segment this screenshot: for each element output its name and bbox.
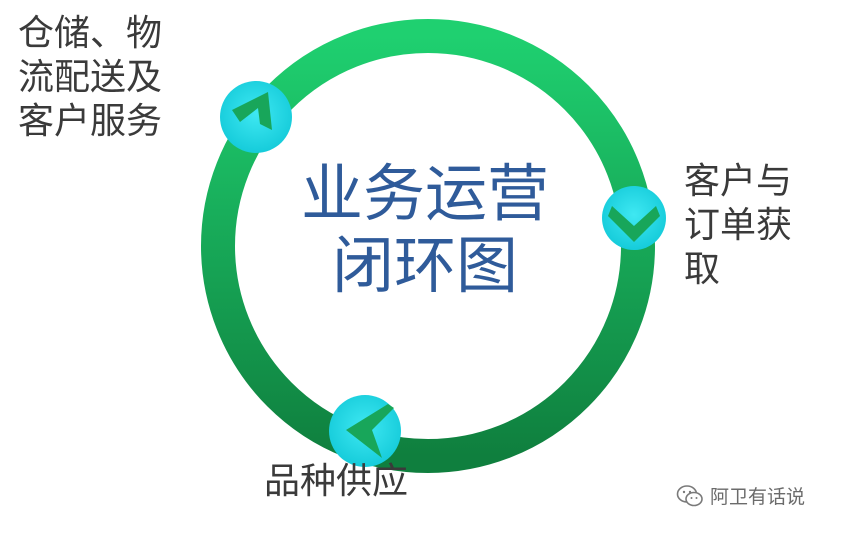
stage-label-line: 取 (684, 249, 721, 290)
chevron-down-icon (608, 206, 660, 242)
stage-label-line: 仓储、物 (18, 13, 163, 54)
wechat-icon (676, 484, 703, 506)
stage-label-line: 流配送及 (18, 57, 163, 98)
diagram-title-line-2: 闭环图 (331, 229, 518, 302)
node-supply (329, 395, 401, 467)
chevron-up-right-icon (232, 92, 272, 130)
node-acquire (602, 186, 666, 250)
node-warehouse (220, 81, 292, 153)
stage-label-supply: 品种供应 (264, 460, 408, 504)
watermark: 阿卫有话说 (676, 482, 805, 509)
watermark-text: 阿卫有话说 (710, 486, 806, 508)
diagram-title: 业务运营 闭环图 (270, 158, 580, 302)
stage-label-line: 客户服务 (18, 101, 163, 142)
stage-label-acquire: 客户与 订单获 取 (684, 160, 792, 292)
stage-label-line: 订单获 (684, 205, 793, 246)
stage-label-line: 客户与 (684, 161, 793, 202)
stage-label-warehouse: 仓储、物 流配送及 客户服务 (18, 12, 162, 144)
diagram-title-line-1: 业务运营 (300, 157, 549, 230)
chevron-left-icon (346, 404, 394, 458)
stage-label-line: 品种供应 (264, 461, 409, 502)
